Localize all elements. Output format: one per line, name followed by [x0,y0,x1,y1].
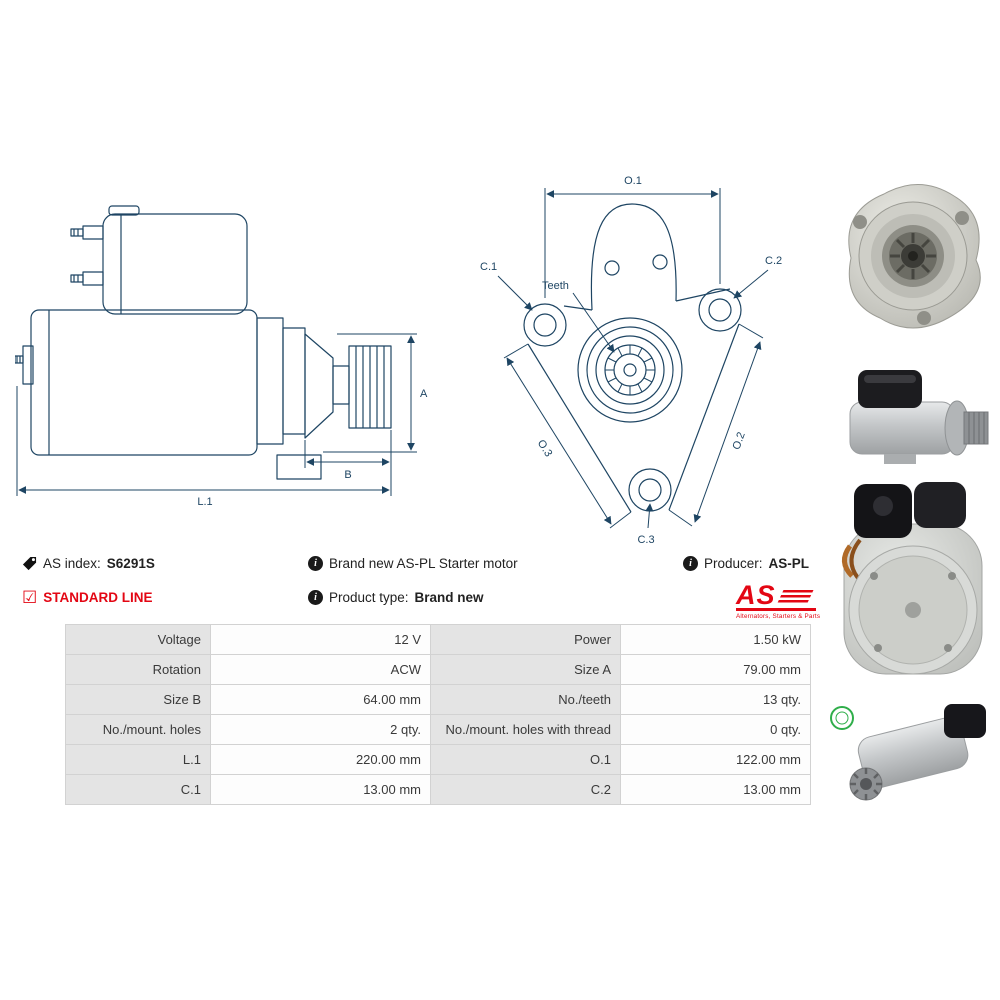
spec-label-cell: No./teeth [430,684,621,715]
as-index-value: S6291S [106,556,155,571]
dim-label-a: A [420,388,428,400]
brand-new-note: i Brand new AS-PL Starter motor [308,556,518,571]
dim-label-o3: O.3 [535,438,555,459]
spec-value-cell: 12 V [210,624,431,655]
spec-row: Voltage 12 V Power 1.50 kW [65,624,811,655]
spec-label-cell: Power [430,624,621,655]
spec-value-cell: 64.00 mm [210,684,431,715]
spec-value-cell: 1.50 kW [620,624,811,655]
dim-label-o2: O.2 [731,431,748,452]
spec-value-cell: 13.00 mm [210,774,431,805]
product-photo-side [849,370,989,464]
spec-label-cell: Size A [430,654,621,685]
product-type-label: Product type: [329,590,409,605]
spec-label-cell: No./mount. holes [65,714,211,745]
info-icon: i [683,556,698,571]
spec-value-cell: 13.00 mm [620,774,811,805]
spec-value-cell: 2 qty. [210,714,431,745]
spec-value-cell: 0 qty. [620,714,811,745]
spec-row: Size B 64.00 mm No./teeth 13 qty. [65,684,811,715]
spec-value-cell: 13 qty. [620,684,811,715]
dim-label-c2: C.2 [765,255,782,267]
product-photo-front-face [848,184,981,329]
product-type-value: Brand new [414,590,484,605]
spec-value-cell: 220.00 mm [210,744,431,775]
green-stamp-icon [830,706,854,730]
dim-label-c3: C.3 [637,534,654,546]
spec-label-cell: C.2 [430,774,621,805]
spec-label-cell: L.1 [65,744,211,775]
brand-new-text: Brand new AS-PL Starter motor [329,556,518,571]
product-photo-angled [830,704,986,801]
dim-label-o1: O.1 [624,175,642,187]
checkbox-icon: ☑ [22,588,38,607]
dim-label-b: B [344,469,351,481]
spec-label-cell: Voltage [65,624,211,655]
standard-line-badge: ☑ STANDARD LINE [22,588,153,607]
spec-label-cell: C.1 [65,774,211,805]
info-icon: i [308,590,323,605]
spec-row: No./mount. holes 2 qty. No./mount. holes… [65,714,811,745]
aspl-logo: AS Alternators, Starters & Parts [736,580,821,620]
aspl-logo-subtext: Alternators, Starters & Parts [736,612,821,620]
aspl-logo-text: AS [736,580,776,610]
spec-label-cell: Rotation [65,654,211,685]
spec-row: Rotation ACW Size A 79.00 mm [65,654,811,685]
aspl-logo-flag-icon [776,589,814,605]
spec-label-cell: No./mount. holes with thread [430,714,621,745]
tag-icon [22,556,37,571]
spec-label-cell: Size B [65,684,211,715]
dim-label-l1: L.1 [197,496,212,508]
spec-value-cell: 79.00 mm [620,654,811,685]
spec-row: C.1 13.00 mm C.2 13.00 mm [65,774,811,805]
front-view-technical-drawing: O.1 C.1 C.2 C.3 Teeth O.3 O.2 [480,175,782,546]
spec-table: Voltage 12 V Power 1.50 kW Rotation ACW … [65,624,811,805]
spec-row: L.1 220.00 mm O.1 122.00 mm [65,744,811,775]
spec-value-cell: 122.00 mm [620,744,811,775]
as-index: AS index: S6291S [22,556,155,571]
info-icon: i [308,556,323,571]
dim-label-c1: C.1 [480,261,497,273]
spec-value-cell: ACW [210,654,431,685]
as-index-label: AS index: [43,556,101,571]
producer-label: Producer: [704,556,763,571]
side-view-technical-drawing: A B L.1 [15,205,428,508]
spec-label-cell: O.1 [430,744,621,775]
standard-line-label: STANDARD LINE [43,590,153,605]
product-type: i Product type: Brand new [308,590,484,605]
product-photo-rear-solenoid [842,482,983,675]
teeth-label: Teeth [542,280,569,292]
producer: i Producer: AS-PL [683,556,809,571]
producer-value: AS-PL [768,556,810,571]
